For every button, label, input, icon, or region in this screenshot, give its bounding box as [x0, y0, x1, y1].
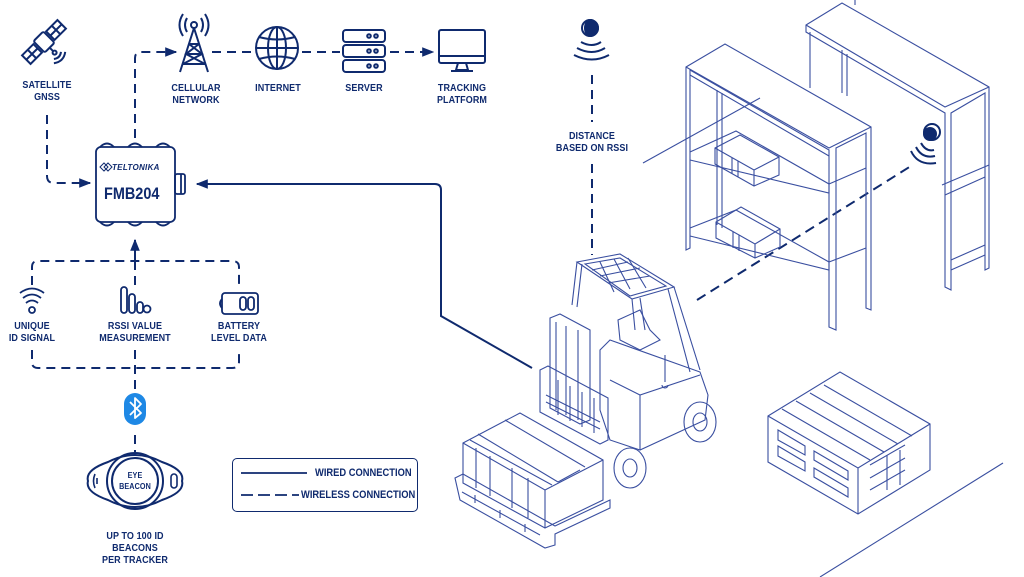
- globe-icon: [255, 26, 299, 70]
- forklift-load: [462, 412, 604, 529]
- label-unique-id: UNIQUE ID SIGNAL: [8, 321, 56, 344]
- tracker-brand: TELTONIKA: [112, 163, 160, 172]
- shelf-box-upper: [714, 134, 780, 187]
- rssi-bars-icon: [120, 286, 152, 314]
- stacked-pallets: [767, 371, 931, 515]
- solid-line-icon: [241, 472, 307, 474]
- label-satellite: SATELLITE GNSS: [22, 80, 72, 103]
- label-internet: INTERNET: [255, 83, 301, 94]
- back-shelf: [805, 2, 990, 291]
- tracker-model: FMB204: [104, 184, 160, 203]
- wireless-link-shelf-beacon: [696, 165, 912, 301]
- front-shelf: [685, 43, 872, 331]
- bluetooth-icon: [124, 393, 146, 425]
- forklift-pallet: [454, 473, 611, 549]
- satellite-icon: [20, 18, 68, 66]
- shelf-box-lower: [715, 206, 781, 259]
- shelving-units: [642, 0, 1004, 577]
- battery-icon: [219, 292, 259, 315]
- connections: [31, 47, 912, 452]
- legend-wireless-label: WIRELESS CONNECTION: [301, 489, 416, 501]
- shelf-beacon-icon: [910, 123, 941, 165]
- eye-beacon-icon: [86, 452, 184, 510]
- legend: WIRED CONNECTION WIRELESS CONNECTION: [232, 458, 418, 512]
- ceiling-beacon-icon: [573, 19, 610, 61]
- legend-wired-label: WIRED CONNECTION: [315, 467, 412, 479]
- legend-wireless: WIRELESS CONNECTION: [241, 488, 415, 502]
- label-server: SERVER: [345, 83, 383, 94]
- label-distance: DISTANCE BASED ON RSSI: [555, 131, 629, 154]
- label-beacon-caption: UP TO 100 ID BEACONS PER TRACKER: [101, 531, 168, 566]
- dashed-line-icon: [241, 494, 299, 496]
- label-eye-beacon: EYE BEACON: [119, 471, 151, 491]
- label-tracking: TRACKING PLATFORM: [436, 83, 488, 106]
- forklift-illustration: [454, 253, 717, 549]
- tracker-device-icon: [95, 142, 186, 227]
- legend-wired: WIRED CONNECTION: [241, 466, 412, 480]
- label-cellular: CELLULAR NETWORK: [171, 83, 221, 106]
- wireless-link-satellite-tracker: [46, 115, 92, 188]
- wireless-link-tracker-cellular: [134, 47, 178, 138]
- cell-tower-icon: [178, 13, 210, 73]
- server-icon: [342, 29, 386, 73]
- monitor-icon: [438, 29, 486, 72]
- wired-link-forklift-tracker: [195, 179, 533, 369]
- signal-icon: [19, 287, 45, 314]
- label-battery: BATTERY LEVEL DATA: [211, 321, 267, 344]
- label-rssi: RSSI VALUE MEASUREMENT: [99, 321, 171, 344]
